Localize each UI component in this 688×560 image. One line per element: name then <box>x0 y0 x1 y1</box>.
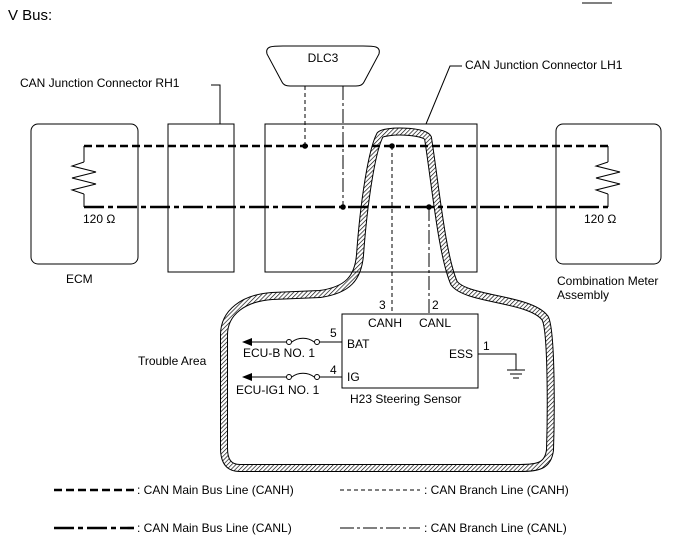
dlc3-connector: DLC3 <box>266 45 380 87</box>
dlc3-label: DLC3 <box>308 51 339 65</box>
legend-label-branch-canl: : CAN Branch Line (CANL) <box>424 521 567 535</box>
steering-sensor-label: H23 Steering Sensor <box>350 392 461 406</box>
pin-number-canl: 2 <box>432 298 439 312</box>
pin-label-canh: CANH <box>368 316 402 330</box>
splice-dot-dlc3-canh <box>302 143 308 149</box>
pin-label-ig: IG <box>347 370 360 384</box>
junction-lh1-label: CAN Junction Connector LH1 <box>465 58 623 72</box>
fuse-icon-ecu-ig1 <box>291 372 315 378</box>
pin-number-canh: 3 <box>379 298 386 312</box>
fuse-label-ecu-b: ECU-B NO. 1 <box>243 346 315 360</box>
pin-number-ess: 1 <box>483 339 490 353</box>
ecu-b-fuse-feed <box>242 337 342 346</box>
resistor-left-icon <box>70 146 97 207</box>
junction-lh1-leader <box>425 65 462 125</box>
fuse-icon-ecu-b <box>291 337 315 343</box>
junction-rh1-leader <box>211 84 221 124</box>
diagram-title: V Bus: <box>8 7 52 24</box>
ecm-box <box>30 123 139 265</box>
splice-dot-steering-canh <box>389 143 395 149</box>
arrow-left-icon <box>242 373 252 381</box>
splice-dot-dlc3-canl <box>340 204 346 210</box>
trouble-area-outline <box>220 127 555 472</box>
pin-number-ig: 4 <box>330 363 337 377</box>
legend-label-main-canl: : CAN Main Bus Line (CANL) <box>137 521 292 535</box>
junction-lh1-box <box>264 123 478 273</box>
legend-label-main-canh: : CAN Main Bus Line (CANH) <box>137 483 294 497</box>
fuse-label-ecu-ig1: ECU-IG1 NO. 1 <box>236 383 320 397</box>
ecm-label: ECM <box>66 272 93 286</box>
resistor-right-icon <box>594 146 621 207</box>
combination-meter-box <box>555 123 662 265</box>
arrow-left-icon <box>242 338 252 346</box>
junction-rh1-label: CAN Junction Connector RH1 <box>20 76 180 90</box>
junction-rh1-box <box>167 123 235 273</box>
resistor-right-label: 120 Ω <box>584 212 616 226</box>
pin-label-bat: BAT <box>347 337 370 351</box>
legend-label-branch-canh: : CAN Branch Line (CANH) <box>424 483 569 497</box>
splice-dot-steering-canl <box>426 204 432 210</box>
pin-label-canl: CANL <box>419 316 451 330</box>
legend: : CAN Main Bus Line (CANH) : CAN Branch … <box>54 483 569 535</box>
pin-label-ess: ESS <box>449 347 473 361</box>
pin-number-bat: 5 <box>330 326 337 340</box>
resistor-left-label: 120 Ω <box>83 212 115 226</box>
combination-meter-label-1: Combination Meter <box>557 274 658 288</box>
steering-sensor-box <box>341 313 479 389</box>
ground-icon <box>478 353 525 379</box>
combination-meter-label-2: Assembly <box>557 288 609 302</box>
trouble-area-label: Trouble Area <box>138 354 207 368</box>
ecu-ig1-fuse-feed <box>242 372 342 381</box>
